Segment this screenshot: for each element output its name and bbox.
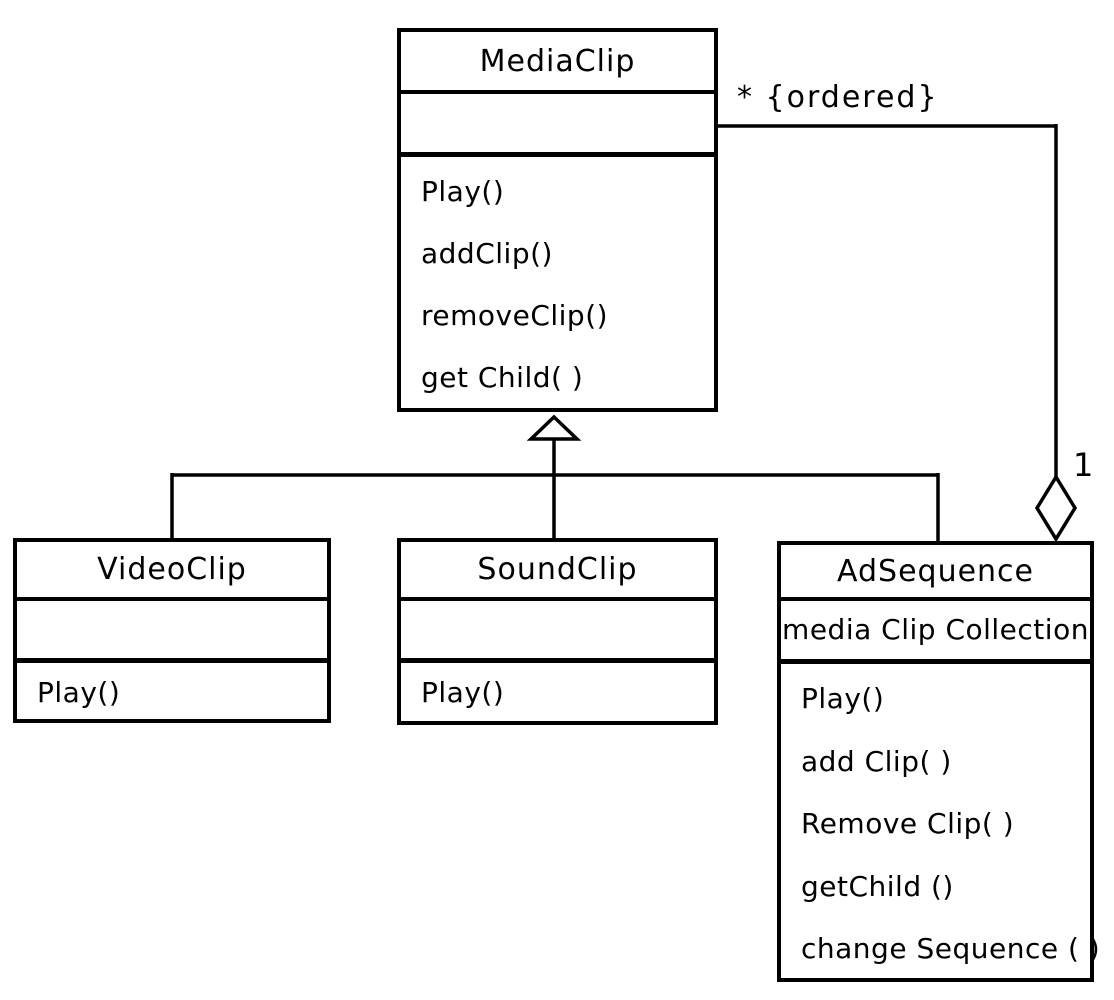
class-name-videoclip: VideoClip: [17, 542, 327, 601]
attributes-compartment-adsequence: media Clip Collection: [781, 601, 1090, 664]
class-box-videoclip: VideoClip Play(): [13, 538, 331, 723]
attributes-compartment-mediaclip: [401, 94, 714, 157]
class-name-label: SoundClip: [477, 552, 638, 587]
class-name-label: VideoClip: [97, 552, 247, 587]
methods-compartment-mediaclip: Play() addClip() removeClip() get Child( ): [401, 157, 714, 409]
class-name-label: MediaClip: [479, 43, 636, 79]
member-line: add Clip( ): [801, 744, 952, 778]
member-line: change Sequence ( ): [801, 932, 1101, 965]
aggregation-ordered-label: * {ordered}: [737, 80, 939, 115]
aggregation-diamond: [1034, 473, 1078, 543]
class-name-adsequence: AdSequence: [781, 545, 1090, 601]
member-line: Play(): [421, 676, 505, 709]
methods-compartment-videoclip: Play(): [17, 663, 327, 719]
attributes-compartment-videoclip: [17, 601, 327, 663]
class-box-mediaclip: MediaClip Play() addClip() removeClip() get…: [397, 28, 718, 412]
aggregation-multiplicity-label: 1: [1073, 446, 1096, 484]
member-line: Play(): [37, 676, 121, 709]
class-box-soundclip: SoundClip Play(): [397, 538, 718, 725]
class-box-adsequence: AdSequence media Clip Collection Play() a…: [777, 541, 1101, 982]
class-name-soundclip: SoundClip: [401, 542, 714, 601]
member-line: Play(): [801, 682, 885, 715]
member-line: media Clip Collection: [782, 613, 1089, 647]
class-name-mediaclip: MediaClip: [401, 32, 714, 94]
generalization-arrowhead: [526, 414, 582, 441]
member-line: addClip(): [421, 237, 553, 270]
methods-compartment-soundclip: Play(): [401, 663, 714, 721]
member-line: getChild (): [801, 869, 954, 903]
class-name-label: AdSequence: [836, 553, 1035, 589]
member-line: removeClip(): [421, 299, 609, 332]
member-line: get Child( ): [421, 361, 584, 394]
member-line: Remove Clip( ): [801, 807, 1015, 840]
attributes-compartment-soundclip: [401, 601, 714, 663]
methods-compartment-adsequence: Play() add Clip( ) Remove Clip( ) getChild …: [781, 664, 1101, 981]
member-line: Play(): [421, 175, 505, 208]
